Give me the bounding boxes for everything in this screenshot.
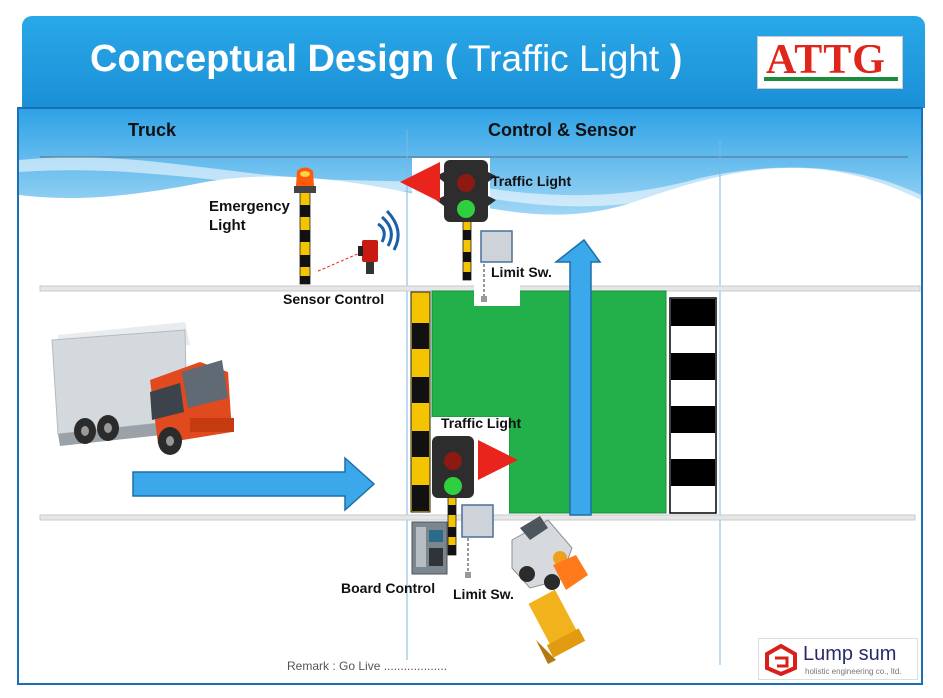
emergency-light-label-2: Light — [209, 217, 246, 234]
emergency-light-pole — [294, 167, 316, 285]
entry-arrow-right — [132, 456, 376, 512]
truck-illustration — [51, 322, 234, 455]
yellow-black-barrier-pole — [410, 291, 431, 513]
limit-switch-top-label: Limit Sw. — [491, 264, 552, 280]
traffic-light-bottom — [432, 436, 474, 556]
lumpsum-logo: Lump sum holistic engineering co., ltd. — [758, 638, 918, 680]
limit-switch-top — [480, 230, 513, 302]
page-title: Conceptual Design ( Traffic Light ) — [90, 38, 683, 80]
sensor-control-label: Sensor Control — [283, 291, 385, 307]
exit-arrow-up — [553, 238, 602, 516]
column-header-truck: Truck — [128, 120, 177, 140]
forklift-illustration — [511, 516, 588, 664]
proximity-sensor — [315, 209, 400, 274]
traffic-light-top-label: Traffic Light — [491, 173, 572, 189]
lumpsum-logo-icon — [765, 644, 797, 676]
board-control-cabinet — [411, 521, 448, 575]
remark-text: Remark : Go Live ................... — [287, 659, 448, 673]
board-control-label: Board Control — [341, 580, 436, 596]
limit-switch-bottom-label: Limit Sw. — [453, 586, 514, 602]
lumpsum-tagline: holistic engineering co., ltd. — [805, 667, 902, 676]
attg-logo: ATTG — [757, 36, 903, 89]
lumpsum-name: Lump sum — [803, 643, 897, 665]
checkered-barrier — [669, 297, 717, 514]
emergency-light-label-1: Emergency — [209, 198, 290, 215]
wave-highlight — [19, 157, 921, 207]
traffic-light-top — [436, 160, 496, 281]
limit-switch-bottom — [461, 504, 494, 578]
traffic-light-bottom-label: Traffic Light — [441, 415, 522, 431]
column-header-control-sensor: Control & Sensor — [488, 120, 637, 140]
diagram-frame — [17, 107, 923, 685]
